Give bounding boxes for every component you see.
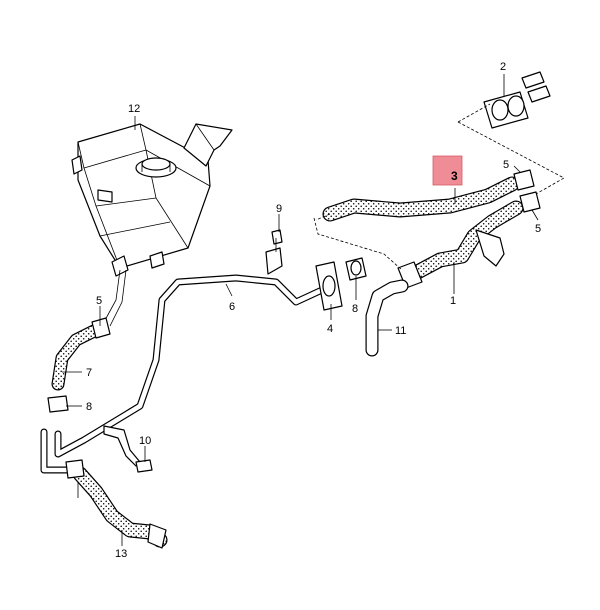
hose-clamp-mid — [345, 257, 367, 281]
callout-6: 6 — [229, 301, 235, 313]
flange-seal — [315, 261, 343, 311]
callout-8-left: 8 — [86, 401, 92, 413]
callout-3: 3 — [451, 169, 458, 183]
hose-11 — [365, 279, 409, 357]
callout-9: 9 — [276, 203, 282, 215]
bolt-9 — [271, 229, 283, 252]
bulkhead-grommet — [483, 71, 551, 129]
highlight-box-part-3 — [432, 155, 463, 186]
callout-12: 12 — [128, 103, 140, 115]
callout-7: 7 — [86, 367, 92, 379]
coolant-expansion-tank — [71, 123, 233, 277]
callout-8-mid: 8 — [352, 303, 358, 315]
hose-3 — [322, 176, 520, 222]
callout-13: 13 — [115, 548, 127, 560]
tank-outlet-pipe — [103, 269, 127, 327]
hose-13 — [65, 459, 168, 549]
hose-7 — [47, 317, 111, 413]
hose-clamps-right — [513, 169, 541, 213]
callout-5-left: 5 — [96, 295, 102, 307]
bolt-10 — [135, 459, 153, 473]
leader-lines — [62, 74, 539, 546]
coolant-pipe — [40, 247, 326, 474]
hose-1 — [397, 200, 524, 289]
callout-5-top: 5 — [503, 159, 509, 171]
callout-10: 10 — [139, 435, 151, 447]
callout-1: 1 — [450, 295, 456, 307]
callout-4: 4 — [327, 323, 333, 335]
callout-11: 11 — [395, 325, 406, 337]
callout-2: 2 — [500, 61, 506, 73]
callout-5-right: 5 — [535, 223, 541, 235]
assembly-guide-lines — [313, 103, 565, 271]
